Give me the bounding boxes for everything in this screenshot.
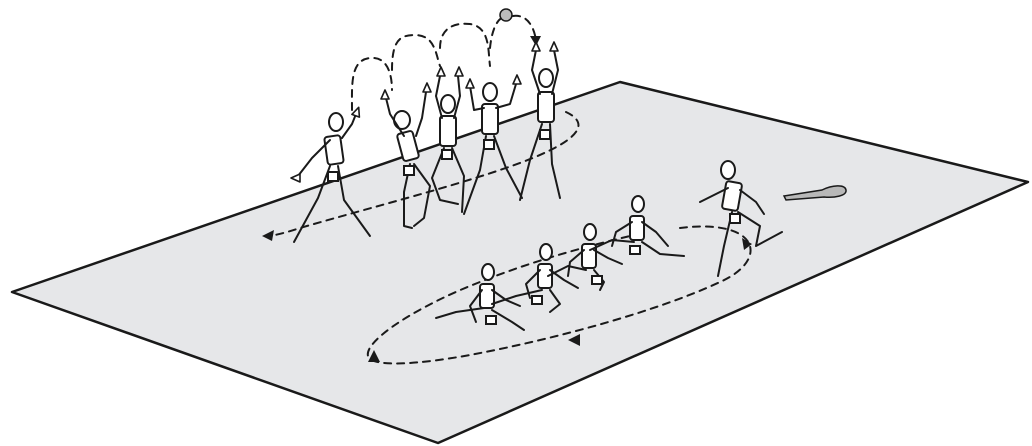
ball-pass-arc-2: [392, 35, 440, 70]
ball: [500, 9, 512, 21]
ball-pass-arc-1: [352, 58, 392, 110]
playing-area: [12, 82, 1028, 443]
ball-pass-arc-3: [440, 24, 490, 66]
